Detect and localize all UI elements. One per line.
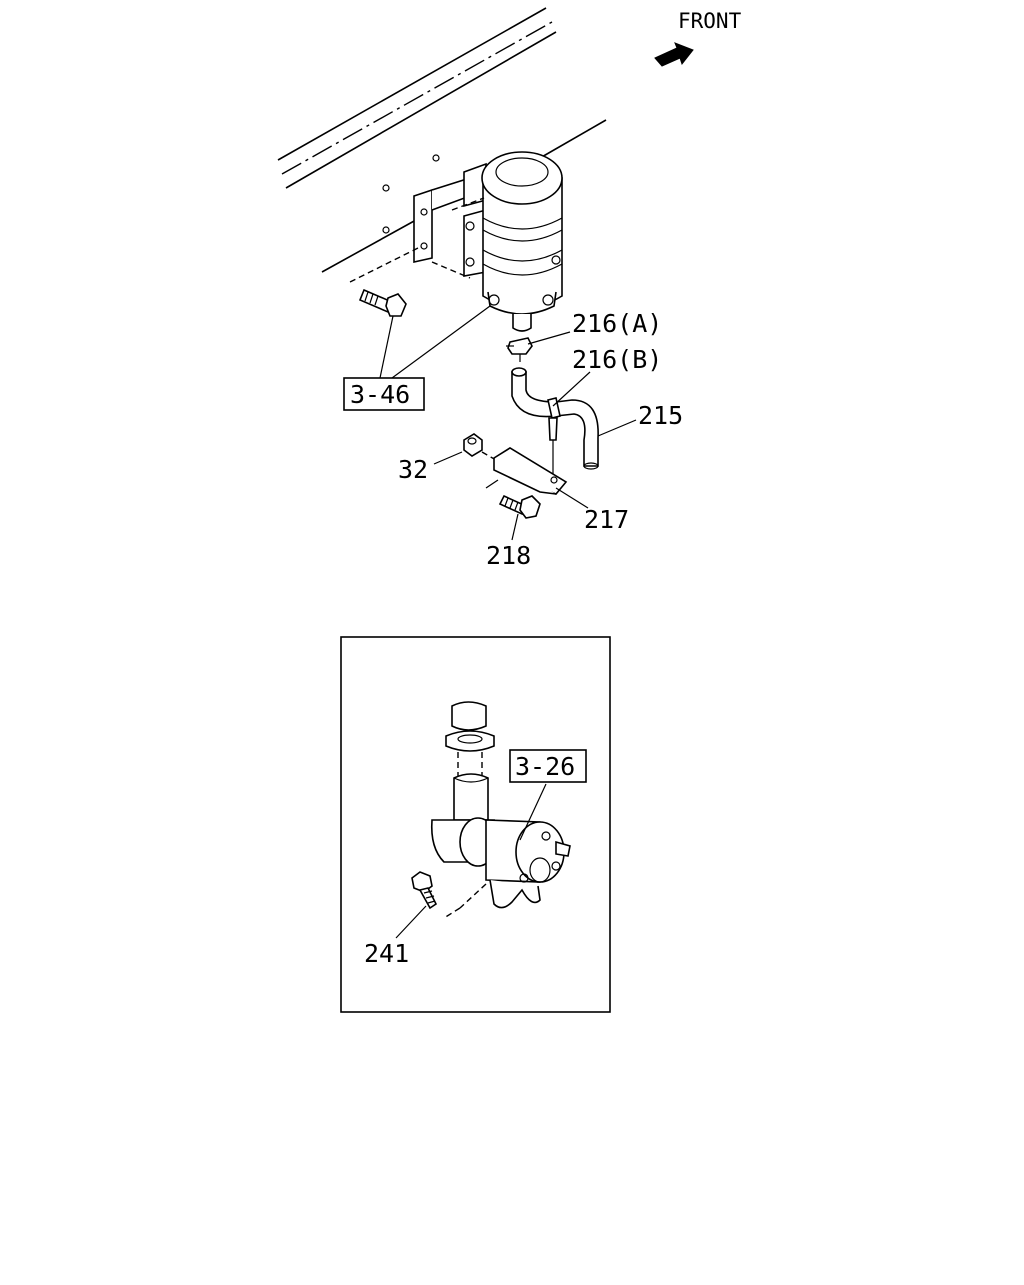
ref-label-3-26: 3-26 bbox=[515, 752, 575, 781]
pump-assembly bbox=[430, 701, 571, 919]
front-label: FRONT bbox=[678, 9, 742, 33]
label-215: 215 bbox=[638, 401, 683, 430]
clip-216b bbox=[547, 371, 591, 478]
label-217: 217 bbox=[584, 505, 629, 534]
label-216b: 216(B) bbox=[572, 345, 662, 374]
frame-rail bbox=[277, 7, 607, 273]
bracket-217 bbox=[485, 447, 589, 509]
clip-216a bbox=[506, 331, 571, 362]
mounting-bolt bbox=[358, 288, 407, 317]
front-arrow-icon bbox=[654, 42, 694, 67]
label-32: 32 bbox=[398, 455, 428, 484]
label-218: 218 bbox=[486, 541, 531, 570]
label-241: 241 bbox=[364, 939, 409, 968]
detail-inset-frame bbox=[340, 636, 611, 1013]
ref-box-3-46 bbox=[343, 377, 425, 411]
ref-box-3-26 bbox=[509, 749, 587, 783]
bolt-218 bbox=[498, 494, 541, 541]
front-indicator: FRONT bbox=[654, 9, 742, 67]
hose-215 bbox=[511, 367, 637, 470]
ref-label-3-46: 3-46 bbox=[350, 380, 410, 409]
fuel-filter-assembly bbox=[349, 151, 563, 332]
bolt-241 bbox=[395, 871, 438, 939]
nut-32 bbox=[433, 433, 497, 465]
label-216a: 216(A) bbox=[572, 309, 662, 338]
